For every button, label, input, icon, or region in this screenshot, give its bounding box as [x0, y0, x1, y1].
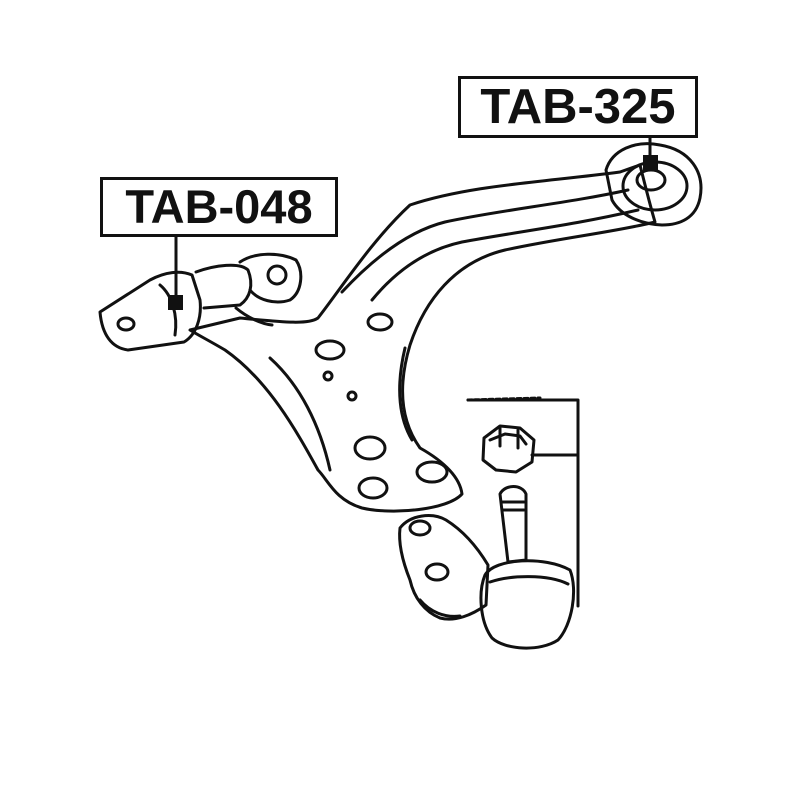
front-bracket-strap	[234, 306, 274, 327]
kit-dash	[466, 396, 542, 402]
ball-joint-body	[479, 559, 576, 650]
flange-hole-2	[424, 562, 450, 582]
mount-hole-4	[357, 476, 389, 500]
rear-bushing-core	[635, 168, 667, 192]
front-bushing-housing	[98, 270, 202, 352]
control-arm-outline	[188, 163, 657, 513]
front-bushing-hole	[116, 316, 136, 332]
front-bracket-bolt	[266, 264, 288, 286]
mount-hole-3	[353, 435, 387, 461]
arm-upper-rib	[340, 188, 630, 294]
ball-joint-flange	[398, 514, 490, 621]
ball-joint-boot	[488, 575, 570, 586]
castle-nut-top	[488, 432, 528, 446]
mount-hole-1	[314, 339, 346, 361]
flange-edge	[418, 598, 462, 618]
castle-nut-slot	[498, 426, 520, 450]
small-hole-1	[322, 370, 334, 382]
flange-hole-1	[408, 519, 432, 537]
arm-inner-rib	[268, 356, 332, 472]
marker-right	[643, 155, 658, 170]
stud-thread	[500, 500, 526, 512]
part-label-right: TAB-325	[458, 76, 698, 138]
ball-joint-stud	[498, 485, 528, 564]
part-label-left: TAB-048	[100, 177, 338, 237]
rear-bushing-housing	[604, 142, 703, 227]
arm-lower-rib	[370, 208, 640, 302]
front-bracket-ear	[238, 252, 303, 304]
marker-left	[168, 295, 183, 310]
castle-nut	[481, 424, 536, 474]
mount-hole-2	[366, 312, 394, 332]
arm-flange-line	[398, 346, 414, 442]
mount-hole-5	[415, 460, 449, 484]
small-hole-2	[346, 390, 358, 402]
front-bushing-bracket	[194, 263, 253, 310]
